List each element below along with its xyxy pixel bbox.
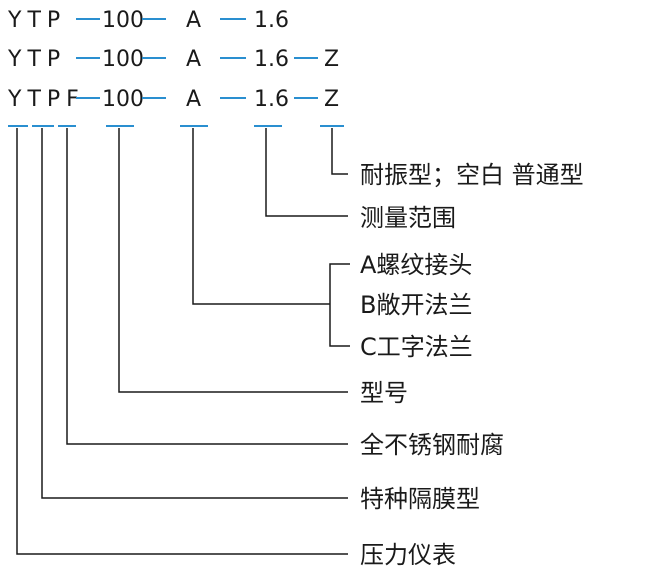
code-prefix: YTPF: [7, 87, 85, 112]
label-thread: A螺纹接头: [360, 251, 472, 279]
code-connection: A: [186, 87, 201, 112]
leader-vibration: [331, 128, 348, 175]
label-vibration: 耐振型；空白 普通型: [360, 161, 584, 189]
code-size: 100: [102, 47, 144, 72]
code-range: 1.6: [254, 87, 289, 112]
code-row-1: YTP 100 A 1.6: [7, 8, 289, 33]
code-option: Z: [324, 47, 339, 72]
leader-model: [118, 128, 348, 393]
label-range: 测量范围: [360, 204, 456, 232]
code-size: 100: [102, 8, 144, 33]
code-range: 1.6: [254, 8, 289, 33]
leader-gauge: [16, 128, 348, 555]
code-connection: A: [186, 8, 201, 33]
code-size: 100: [102, 87, 144, 112]
code-prefix: YTP: [7, 8, 66, 33]
leader-lines: [16, 128, 350, 555]
leader-connection: [192, 128, 330, 305]
label-diaphragm: 特种隔膜型: [360, 485, 480, 513]
code-range: 1.6: [254, 47, 289, 72]
label-flange-loose: B敞开法兰: [360, 291, 472, 319]
connection-bracket: [329, 263, 350, 347]
code-prefix: YTP: [7, 47, 66, 72]
label-model: 型号: [360, 379, 408, 407]
label-stainless: 全不锈钢耐腐: [360, 431, 504, 459]
leader-diaphragm: [41, 128, 348, 499]
code-row-3: YTPF 100 A 1.6 Z: [7, 87, 339, 112]
code-row-2: YTP 100 A 1.6 Z: [7, 47, 339, 72]
label-gauge: 压力仪表: [360, 541, 456, 569]
label-flange-i: C工字法兰: [360, 333, 473, 361]
code-connection: A: [186, 47, 201, 72]
leader-stainless: [66, 128, 348, 445]
legend-labels: 耐振型；空白 普通型 测量范围 A螺纹接头 B敞开法兰 C工字法兰 型号 全不锈…: [360, 161, 584, 569]
code-option: Z: [324, 87, 339, 112]
leader-range: [265, 128, 348, 217]
